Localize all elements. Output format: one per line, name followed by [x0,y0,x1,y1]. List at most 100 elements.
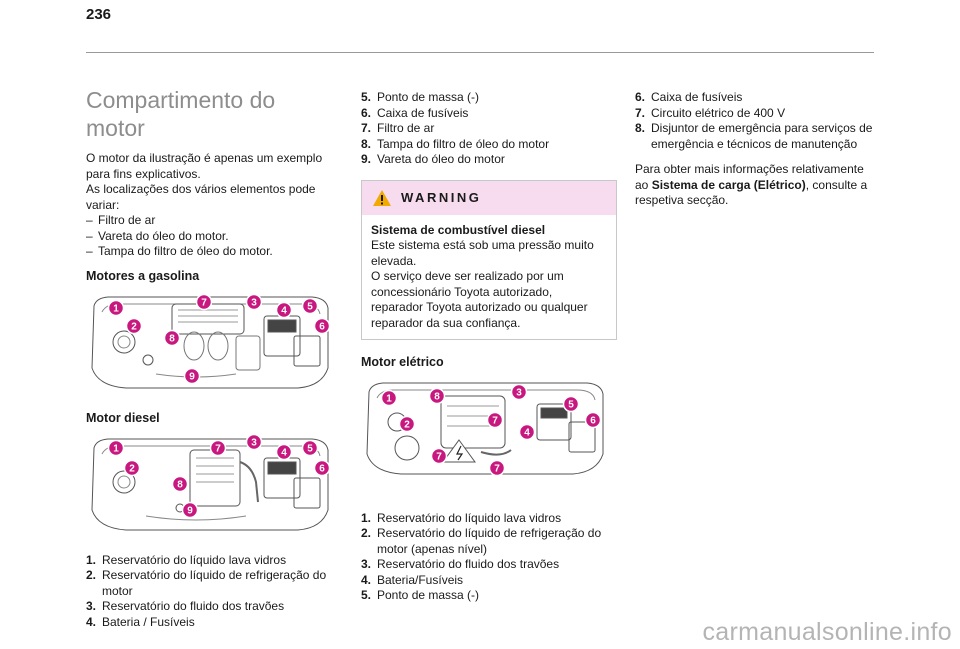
list-item: 6.Caixa de fusíveis [361,105,469,120]
callout-5: 5 [301,439,319,457]
warning-subtitle: Sistema de combustível diesel [371,222,546,237]
list-item: 4.Bateria/Fusíveis [361,572,464,587]
component-list-part2: 5.Ponto de massa (-) 6.Caixa de fusíveis… [361,90,617,168]
callout-1: 1 [380,389,398,407]
svg-text:4: 4 [524,428,530,439]
callout-8: 8 [428,387,446,405]
callout-5: 5 [301,297,319,314]
callout-4: 4 [518,423,536,441]
charging-system-note: Para obter mais informações relativament… [635,162,868,207]
warning-triangle-icon [373,189,391,206]
electric-motor-illustration: 1 8 3 5 6 2 7 4 7 7 [366,382,604,477]
warning-body: Sistema de combustível diesel Este siste… [362,215,616,340]
svg-text:5: 5 [568,400,574,411]
dash-item: –Filtro de ar [86,213,156,227]
watermark: carmanualsonline.info [702,618,952,646]
svg-text:6: 6 [590,416,596,427]
list-item: 3.Reservatório do fluido dos travões [361,557,560,571]
svg-text:2: 2 [129,464,135,475]
list-item: 2.Reservatório do líquido de refrigeraçã… [361,526,602,556]
electric-component-list: 1.Reservatório do líquido lava vidros 2.… [361,511,617,604]
svg-text:9: 9 [189,371,195,382]
callout-6: 6 [584,411,602,429]
svg-text:8: 8 [434,392,440,403]
list-item: 9.Vareta do óleo do motor [361,152,505,166]
callout-7: 7 [430,447,448,465]
svg-text:6: 6 [319,464,325,475]
diesel-heading: Motor diesel [86,411,160,425]
callout-3: 3 [245,433,263,451]
svg-text:7: 7 [201,297,207,308]
callout-7: 7 [486,411,504,429]
svg-text:6: 6 [319,321,325,332]
svg-text:7: 7 [436,452,442,463]
list-item: 3.Reservatório do fluido dos travões [86,599,285,613]
list-item: 1.Reservatório do líquido lava vidros [86,552,287,567]
top-rule [86,52,874,53]
svg-text:2: 2 [131,321,137,332]
svg-text:1: 1 [113,303,119,314]
svg-text:3: 3 [251,438,257,449]
charging-system-reference: Sistema de carga (Elétrico) [651,177,806,192]
warning-box: WARNING Sistema de combustível diesel Es… [361,179,617,340]
list-item: 5.Ponto de massa (-) [361,588,480,602]
callout-7: 7 [488,459,506,477]
list-item: 6.Caixa de fusíveis [635,90,743,104]
callout-2: 2 [398,415,416,433]
electric-component-list-part2: 6.Caixa de fusíveis 7.Circuito elétrico … [635,90,880,152]
svg-text:5: 5 [307,444,313,455]
callout-3: 3 [510,383,528,401]
warning-header: WARNING [362,180,616,215]
svg-text:7: 7 [215,444,221,455]
callout-7: 7 [195,293,213,310]
callout-6: 6 [313,317,331,334]
callout-9: 9 [181,501,199,519]
svg-text:3: 3 [251,297,257,308]
svg-text:8: 8 [169,333,175,344]
component-list-part1: 1.Reservatório do líquido lava vidros 2.… [86,553,332,631]
callout-9: 9 [183,367,201,384]
callout-8: 8 [163,329,181,346]
list-item: 7.Filtro de ar [361,121,435,135]
intro-line-2: As localizações dos vários elementos pod… [86,182,316,212]
column-right: 6.Caixa de fusíveis 7.Circuito elétrico … [635,90,880,209]
list-item: 8.Tampa do filtro de óleo do motor [361,136,550,151]
svg-text:2: 2 [404,420,410,431]
callout-2: 2 [125,317,143,334]
callout-4: 4 [275,443,293,461]
petrol-heading: Motores a gasolina [86,268,200,283]
svg-text:7: 7 [494,464,500,475]
page-title: Compartimento do motor [86,87,276,141]
dash-item: –Vareta do óleo do motor. [86,228,229,243]
warning-title: WARNING [401,189,482,205]
electric-motor-figure: 1 8 3 5 6 2 7 4 7 7 [361,376,617,483]
callout-7: 7 [209,439,227,457]
svg-text:3: 3 [516,388,522,399]
intro-line-1: O motor da ilustração é apenas um exempl… [86,151,323,181]
page-number: 236 [86,6,112,23]
warning-line-2: O serviço deve ser realizado por um conc… [371,269,588,330]
svg-text:4: 4 [281,448,287,459]
electric-heading: Motor elétrico [361,355,444,369]
callout-3: 3 [245,293,263,310]
callout-6: 6 [313,459,331,477]
list-item: 7.Circuito elétrico de 400 V [635,105,786,120]
callout-1: 1 [107,439,125,457]
svg-text:9: 9 [187,506,193,517]
callout-5: 5 [562,395,580,413]
warning-line-1: Este sistema está sob uma pressão muito … [371,238,594,268]
list-item: 2.Reservatório do líquido de refrigeraçã… [86,568,327,598]
svg-text:1: 1 [113,444,119,455]
list-item: 1.Reservatório do líquido lava vidros [361,510,562,525]
column-left: Compartimento do motor O motor da ilustr… [86,86,332,630]
callout-1: 1 [107,299,125,316]
svg-text:8: 8 [177,480,183,491]
callout-8: 8 [171,475,189,493]
list-item: 4.Bateria / Fusíveis [86,614,195,629]
svg-text:7: 7 [492,416,498,427]
dash-item: –Tampa do filtro de óleo do motor. [86,244,273,258]
list-item: 5.Ponto de massa (-) [361,90,480,104]
list-item: 8.Disjuntor de emergência para serviços … [635,121,873,151]
